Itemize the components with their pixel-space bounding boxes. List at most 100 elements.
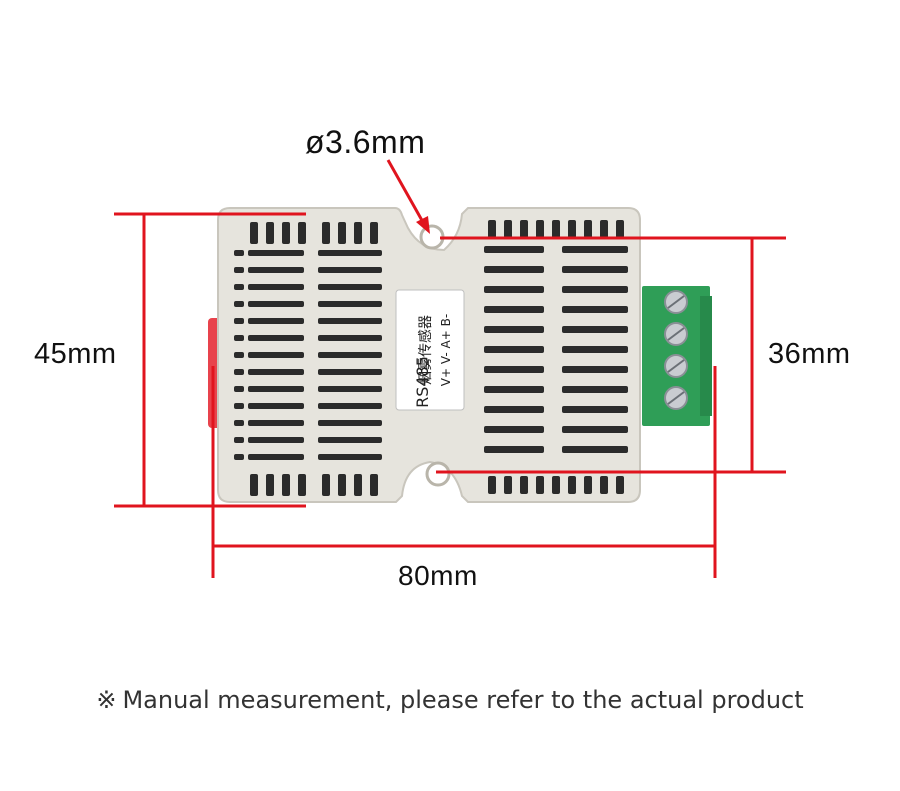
vent-slot: [562, 446, 628, 453]
vent-slot: [318, 267, 382, 273]
vent-slot: [318, 403, 382, 409]
width-label: 80mm: [398, 560, 478, 591]
dimension-lines: [114, 159, 786, 578]
vent-slot: [536, 476, 544, 494]
vent-slot: [248, 301, 304, 307]
vent-slot: [484, 366, 544, 373]
vent-slot: [484, 266, 544, 273]
label-pins: V+ V- A+ B-: [439, 314, 453, 386]
vent-slot: [370, 222, 378, 244]
vent-slot: [562, 406, 628, 413]
vent-slot: [250, 474, 258, 496]
vent-slot: [318, 335, 382, 341]
label-rs485: RS485: [413, 356, 432, 408]
vent-slot: [318, 352, 382, 358]
vent-slot: [248, 335, 304, 341]
vent-slot: [584, 476, 592, 494]
vent-slot: [282, 222, 290, 244]
vent-slot: [354, 474, 362, 496]
vent-slot: [318, 386, 382, 392]
height-label: 45mm: [34, 338, 117, 370]
vent-slot: [600, 476, 608, 494]
vent-slot: [234, 386, 244, 392]
vent-slot: [616, 476, 624, 494]
vent-slot: [234, 403, 244, 409]
vent-slot: [552, 476, 560, 494]
vent-slot: [562, 386, 628, 393]
vent-slot: [266, 222, 274, 244]
vent-slot: [562, 306, 628, 313]
vent-slot: [484, 306, 544, 313]
vent-slot: [484, 446, 544, 453]
vent-slot: [484, 386, 544, 393]
vent-slot: [234, 352, 244, 358]
vent-slot: [504, 220, 512, 238]
vent-slot: [248, 437, 304, 443]
vent-slot: [562, 266, 628, 273]
top-mount-hole: [419, 224, 445, 250]
vent-slot: [562, 346, 628, 353]
vent-slot: [234, 284, 244, 290]
measurement-note-text: Manual measurement, please refer to the …: [122, 686, 804, 714]
reference-mark: ※: [96, 686, 117, 714]
vent-slot: [322, 474, 330, 496]
vent-slot: [234, 318, 244, 324]
vent-slot: [552, 220, 560, 238]
vent-slot: [600, 220, 608, 238]
vent-slot: [562, 286, 628, 293]
vent-slot: [248, 318, 304, 324]
hole-pointer-line: [386, 159, 426, 225]
vent-slot: [322, 222, 330, 244]
screw-slot: [667, 295, 685, 309]
vent-slot: [318, 284, 382, 290]
vent-slot: [484, 426, 544, 433]
vent-slot: [318, 369, 382, 375]
product-label: RS485 烟雾传感器 V+ V- A+ B-: [395, 289, 465, 411]
vent-slot: [282, 474, 290, 496]
bottom-mount-hole: [425, 461, 451, 487]
label-sensor-name: 烟雾传感器: [417, 315, 434, 385]
vent-slot: [234, 301, 244, 307]
vent-slot: [488, 476, 496, 494]
vent-slot: [568, 476, 576, 494]
mounting-distance-label: 36mm: [768, 338, 851, 370]
vent-slot: [248, 369, 304, 375]
vent-slot: [318, 454, 382, 460]
vent-slot: [248, 386, 304, 392]
vent-slot: [338, 222, 346, 244]
vent-slot: [318, 437, 382, 443]
vent-slot: [248, 420, 304, 426]
vent-slot: [484, 406, 544, 413]
vent-slot: [234, 369, 244, 375]
vent-slot: [318, 318, 382, 324]
vent-slot: [234, 335, 244, 341]
vent-slot: [298, 474, 306, 496]
vent-slot: [318, 250, 382, 256]
vent-slot: [318, 301, 382, 307]
vent-slot: [484, 326, 544, 333]
vent-slot: [248, 352, 304, 358]
vent-slot: [616, 220, 624, 238]
vent-slot: [536, 220, 544, 238]
hole-diameter-label: ø3.6mm: [305, 124, 426, 160]
vent-slot: [484, 346, 544, 353]
vent-slot: [354, 222, 362, 244]
vent-slot: [248, 284, 304, 290]
vent-slot: [562, 426, 628, 433]
hole-pointer-arrowhead: [416, 216, 430, 234]
vent-slot: [338, 474, 346, 496]
vent-slot: [520, 220, 528, 238]
terminal-block: [642, 286, 712, 426]
vent-slot: [298, 222, 306, 244]
vent-slot: [234, 420, 244, 426]
measurement-note: ※Manual measurement, please refer to the…: [0, 686, 900, 714]
screw-slot: [667, 327, 685, 341]
screw-slot: [667, 391, 685, 405]
vent-slot: [370, 474, 378, 496]
vent-slot: [562, 326, 628, 333]
vent-slot: [562, 246, 628, 253]
vent-slot: [318, 420, 382, 426]
vent-slot: [248, 267, 304, 273]
screw-slot: [667, 359, 685, 373]
vent-slot: [584, 220, 592, 238]
